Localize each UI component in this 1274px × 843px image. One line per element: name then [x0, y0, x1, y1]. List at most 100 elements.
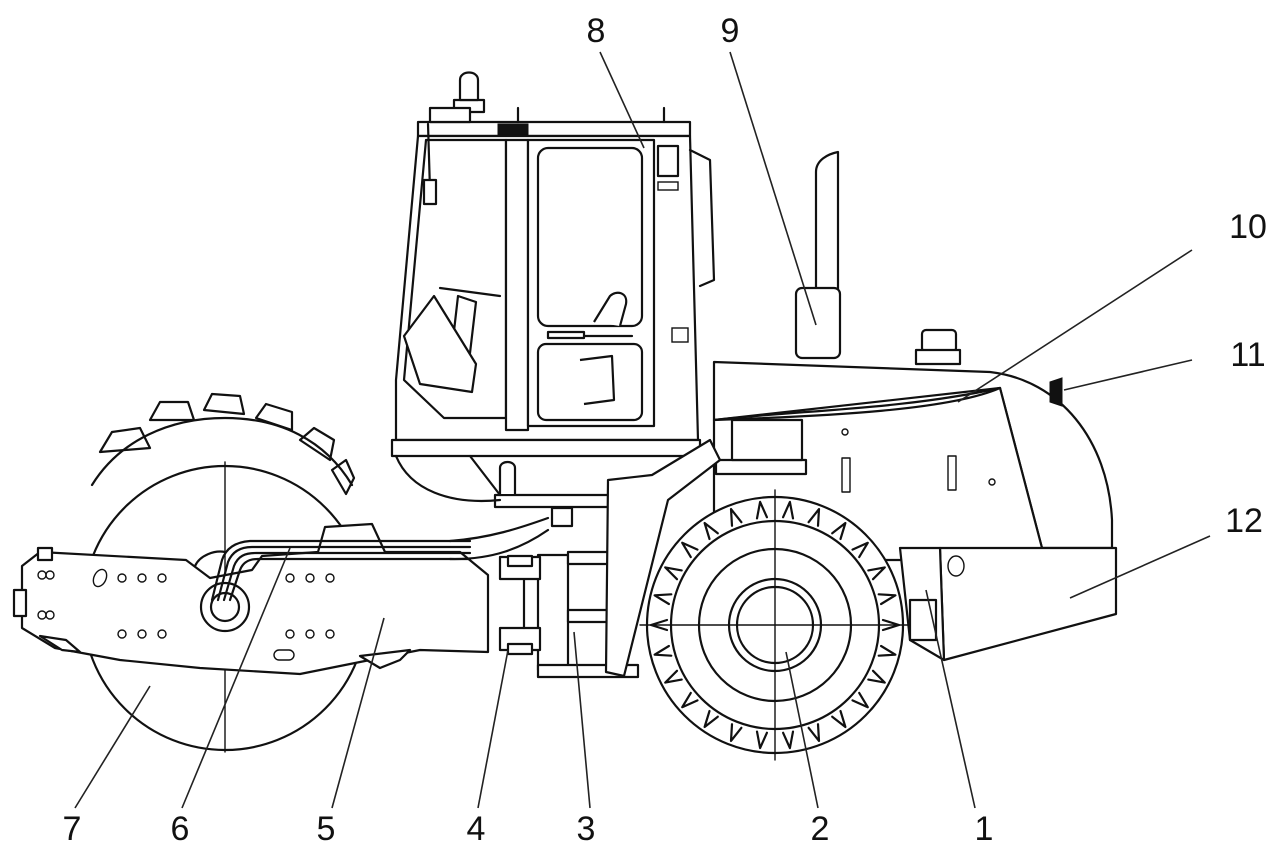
air-intake-cap — [920, 328, 958, 354]
operator-seat-base — [579, 354, 616, 406]
frame-upper-bracket — [550, 506, 574, 528]
leader-3 — [573, 631, 591, 809]
callout-4: 4 — [467, 810, 486, 843]
tire-tread-lug — [653, 644, 673, 657]
tire-tread-lug — [807, 508, 821, 527]
frame-slot — [273, 649, 295, 661]
drum-pad — [98, 426, 152, 454]
frame-lift-hook — [498, 460, 517, 494]
tire-tread-lug — [831, 709, 847, 729]
rear-frame-rail — [714, 458, 808, 476]
callout-9: 9 — [721, 12, 740, 50]
tire-tread-lug — [664, 566, 683, 581]
callout-3: 3 — [577, 810, 596, 843]
cab-vent — [656, 144, 680, 178]
tire-tread-lug — [664, 669, 683, 684]
callout-6: 6 — [171, 810, 190, 843]
cab-underbody — [394, 454, 502, 502]
tire-tread-lug — [681, 541, 699, 559]
cab-switch — [657, 181, 679, 191]
tire-tread-lug — [755, 500, 768, 520]
cab-base — [390, 438, 702, 458]
tire-tread-lug — [653, 593, 673, 606]
tire-tread-lug — [831, 521, 847, 541]
rear-step — [908, 598, 938, 642]
leader-10 — [957, 249, 1193, 403]
tire-treads — [649, 500, 901, 750]
air-intake-base — [914, 348, 962, 366]
tire-tread-lug — [703, 521, 719, 541]
leader-4 — [477, 649, 509, 809]
leader-6 — [181, 547, 291, 809]
cab-light — [671, 327, 689, 343]
leader-11 — [1063, 359, 1193, 391]
tire-tread-lug — [681, 691, 699, 709]
tire-tread-lug — [877, 593, 897, 606]
hood-vent — [947, 455, 957, 491]
leader-5 — [331, 617, 385, 809]
tire-tread-lug — [782, 500, 795, 520]
door-handle — [546, 330, 586, 340]
exhaust-stack — [794, 150, 842, 360]
tire-tread-lug — [729, 723, 743, 742]
steering-wheel — [438, 286, 502, 298]
hood-vent — [841, 457, 851, 493]
exhaust-muffler — [794, 286, 842, 360]
side-mirror — [422, 178, 438, 206]
tire-tread-lug — [729, 508, 743, 527]
cab-door-pillar — [504, 138, 530, 432]
frame-end-block — [12, 588, 28, 618]
tire-tread-lug — [649, 618, 669, 632]
drum-shell-back — [90, 416, 354, 487]
tire-tread-lug — [877, 644, 897, 657]
hitch-pin-upper — [506, 554, 534, 568]
drum-pad — [202, 392, 246, 416]
leader-lines — [74, 51, 1211, 809]
callout-labels: 1 2 3 4 5 6 7 8 9 10 11 12 — [63, 12, 1267, 843]
hitch-pin-lower — [506, 642, 534, 656]
leader-7 — [74, 685, 151, 809]
counterweight — [938, 546, 1118, 662]
cab-upper-window — [536, 146, 644, 328]
tire-tread-lug — [867, 669, 886, 684]
tire-tread-lug — [881, 618, 901, 632]
operator-seat — [593, 291, 628, 327]
tire-tread-lug — [867, 566, 886, 581]
rear-frame — [714, 418, 1118, 662]
callout-5: 5 — [317, 810, 336, 843]
frame-lug — [36, 546, 54, 562]
callout-12: 12 — [1225, 502, 1263, 540]
beacon-lamp — [458, 71, 480, 102]
leader-2 — [785, 651, 819, 809]
roof-hinge — [497, 123, 529, 137]
cab-grab-rail — [688, 148, 716, 288]
cab — [390, 71, 716, 502]
callout-11: 11 — [1230, 336, 1265, 374]
drum-pad — [254, 402, 294, 432]
tire-tread-lug — [851, 691, 869, 709]
drum-pad — [148, 400, 196, 422]
leader-12 — [1069, 535, 1211, 599]
rear-wheel — [604, 438, 911, 761]
cab-roof-rack — [428, 106, 472, 124]
leader-8 — [599, 51, 645, 149]
callout-2: 2 — [811, 810, 830, 843]
hood-lower-curve — [712, 386, 1002, 422]
rear-frame-hole — [947, 555, 965, 577]
rear-frame-post — [730, 418, 804, 462]
cab-dashboard — [402, 294, 478, 394]
frame-slot — [92, 568, 108, 588]
cab-roof — [416, 120, 692, 138]
rear-light — [1049, 377, 1063, 407]
drum-pad — [330, 458, 356, 496]
tire-tread-lug — [807, 723, 821, 742]
callout-10: 10 — [1229, 208, 1267, 246]
exhaust-pipe — [814, 150, 840, 292]
scraper-rear — [38, 634, 82, 654]
tire-tread-lug — [782, 730, 795, 750]
leader-9 — [729, 51, 817, 326]
cab-lower-window — [536, 342, 644, 422]
callout-7: 7 — [63, 810, 82, 843]
